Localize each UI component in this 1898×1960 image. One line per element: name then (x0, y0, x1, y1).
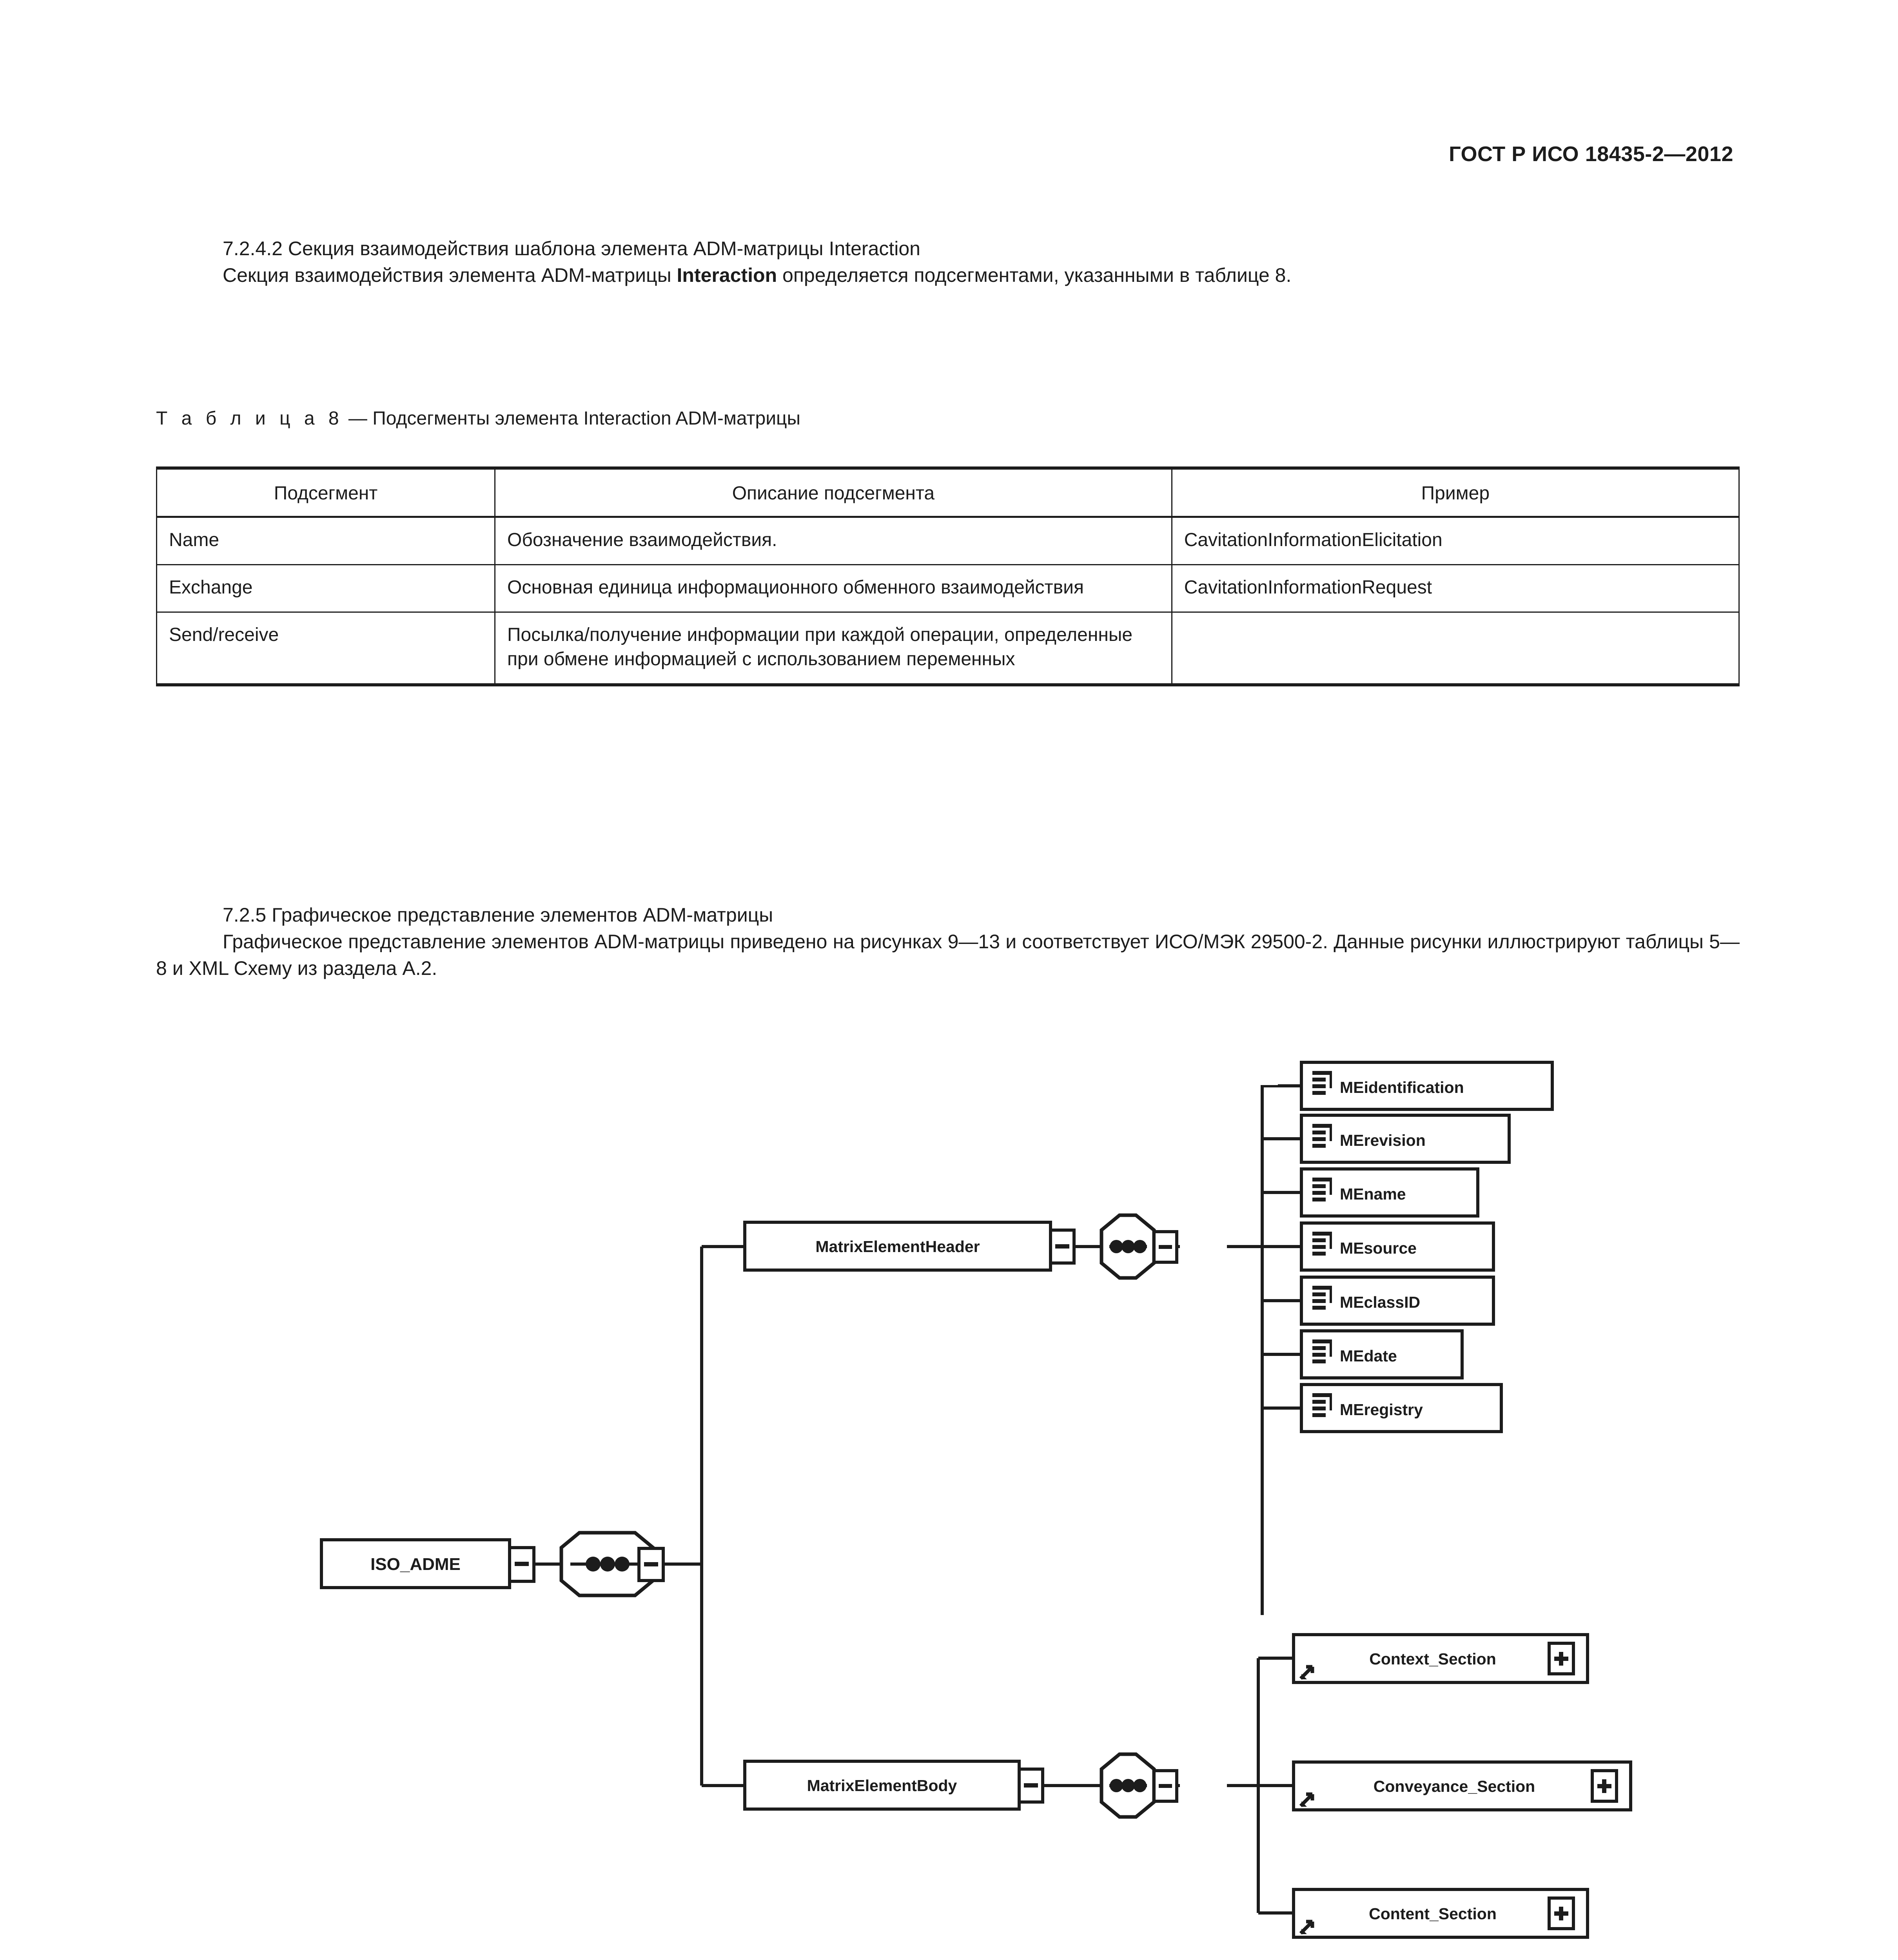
node-matrix-element-header[interactable]: MatrixElementHeader (743, 1221, 1052, 1272)
node-iso-adme[interactable]: ISO_ADME (320, 1538, 511, 1589)
node-medate[interactable]: MEdate (1300, 1329, 1464, 1379)
heading-7-2-4-2: 7.2.4.2 Секция взаимодействия шаблона эл… (223, 238, 920, 260)
para-7242-part-a: Секция взаимодействия элемента ADM-матри… (223, 264, 677, 286)
node-label-meclassid: MEclassID (1340, 1293, 1420, 1311)
node-label-context-section: Context_Section (1369, 1650, 1496, 1668)
node-context-section[interactable]: Context_Section (1292, 1633, 1589, 1684)
table-8-subsegments: Подсегмент Описание подсегмента Пример N… (156, 466, 1740, 686)
cell-subsegment: Name (156, 516, 496, 565)
heading-7-2-5: 7.2.5 Графическое представление элементо… (223, 904, 773, 926)
toggle-minus-body-sequence[interactable] (1152, 1769, 1178, 1803)
column-header-example: Пример (1171, 466, 1740, 518)
node-meidentification[interactable]: MEidentification (1300, 1061, 1554, 1111)
table-8-caption-label: Т а б л и ц а 8 (156, 408, 343, 429)
node-merevision[interactable]: MErevision (1300, 1114, 1511, 1164)
column-header-description: Описание подсегмента (494, 466, 1172, 518)
sequence-connector-body[interactable] (1100, 1752, 1156, 1819)
node-meregistry[interactable]: MEregistry (1300, 1383, 1503, 1433)
cell-description: Основная единица информационного обменно… (494, 564, 1172, 613)
table-row: Send/receive Посылка/получение информаци… (156, 612, 1740, 686)
table-row: Name Обозначение взаимодействия. Cavitat… (156, 516, 1740, 565)
sequence-connector-root[interactable] (559, 1531, 655, 1597)
node-label-matrix-element-header: MatrixElementHeader (815, 1238, 980, 1256)
node-label-iso-adme: ISO_ADME (370, 1555, 461, 1574)
cell-example: CavitationInformationRequest (1171, 564, 1740, 613)
cell-subsegment: Send/receive (156, 612, 496, 686)
table-header-row: Подсегмент Описание подсегмента Пример (156, 466, 1740, 518)
cell-description: Обозначение взаимодействия. (494, 516, 1172, 565)
node-meclassid[interactable]: MEclassID (1300, 1276, 1495, 1326)
node-label-mename: MEname (1340, 1185, 1406, 1203)
node-label-merevision: MErevision (1340, 1131, 1426, 1149)
table-row: Exchange Основная единица информационног… (156, 564, 1740, 613)
cell-example: CavitationInformationElicitation (1171, 516, 1740, 565)
node-conveyance-section[interactable]: Conveyance_Section (1292, 1760, 1632, 1811)
toggle-minus-root-sequence[interactable] (637, 1547, 665, 1582)
node-content-section[interactable]: Content_Section (1292, 1888, 1589, 1939)
para-7242-part-b: определяется подсегментами, указанными в… (777, 264, 1292, 286)
table-8-caption: Т а б л и ц а 8 — Подсегменты элемента I… (156, 408, 800, 429)
cell-subsegment: Exchange (156, 564, 496, 613)
page-header: ГОСТ Р ИСО 18435-2—2012 (1449, 142, 1733, 166)
node-label-conveyance-section: Conveyance_Section (1374, 1777, 1535, 1795)
node-label-matrix-element-body: MatrixElementBody (807, 1777, 957, 1795)
paragraph-7-2-5: Графическое представление элементов ADM-… (156, 931, 1740, 979)
node-label-meregistry: MEregistry (1340, 1401, 1423, 1419)
node-mesource[interactable]: MEsource (1300, 1221, 1495, 1272)
toggle-plus-context-section[interactable] (1548, 1642, 1575, 1675)
para-7242-bold-term: Interaction (677, 264, 777, 286)
toggle-minus-matrix-element-body[interactable] (1018, 1768, 1044, 1804)
toggle-plus-conveyance-section[interactable] (1591, 1769, 1618, 1803)
toggle-minus-iso-adme[interactable] (508, 1546, 535, 1583)
body-text-top: 7.2.4.2 Секция взаимодействия шаблона эл… (156, 235, 1740, 289)
toggle-plus-content-section[interactable] (1548, 1896, 1575, 1930)
node-label-content-section: Content_Section (1369, 1905, 1497, 1923)
toggle-minus-header-sequence[interactable] (1152, 1230, 1178, 1264)
cell-example (1171, 612, 1740, 686)
node-matrix-element-body[interactable]: MatrixElementBody (743, 1760, 1021, 1811)
node-mename[interactable]: MEname (1300, 1167, 1479, 1218)
paragraph-7-2-4-2: Секция взаимодействия элемента ADM-матри… (156, 262, 1740, 289)
node-label-meidentification: MEidentification (1340, 1078, 1464, 1096)
node-label-medate: MEdate (1340, 1347, 1397, 1365)
body-text-bottom: 7.2.5 Графическое представление элементо… (156, 902, 1740, 982)
figure-9-xsd-diagram: ISO_ADME MatrixElementHeader (0, 1058, 1898, 1960)
sequence-connector-header[interactable] (1100, 1213, 1156, 1280)
column-header-subsegment: Подсегмент (156, 466, 496, 518)
toggle-minus-matrix-element-header[interactable] (1049, 1229, 1076, 1265)
node-label-mesource: MEsource (1340, 1239, 1417, 1257)
cell-description: Посылка/получение информации при каждой … (494, 612, 1172, 686)
table-8-caption-rest: — Подсегменты элемента Interaction ADM-м… (343, 408, 801, 429)
